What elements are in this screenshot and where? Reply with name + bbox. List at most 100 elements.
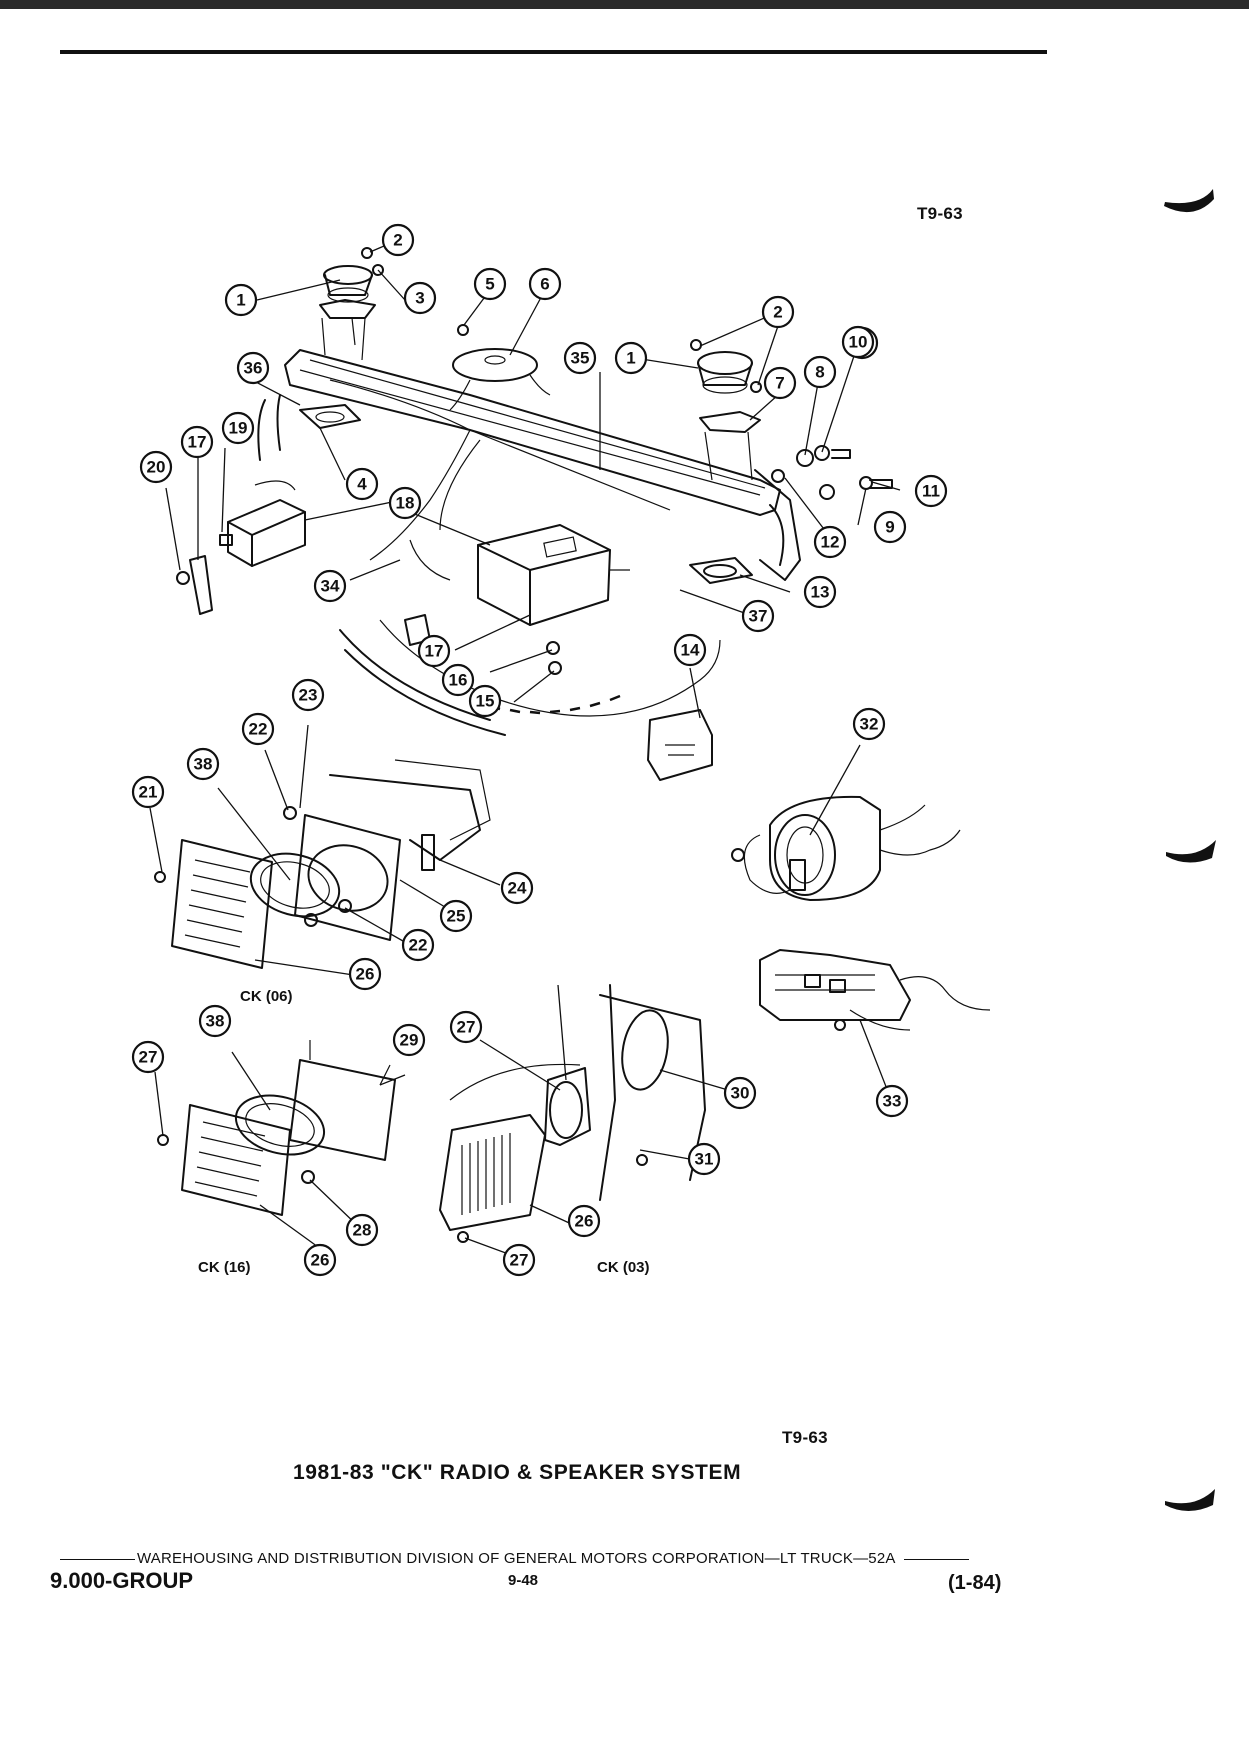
callouts: 1234561278910119121336351917201834371716… xyxy=(131,223,948,1277)
callout-23: 23 xyxy=(291,678,325,712)
amplifier-box xyxy=(219,480,306,567)
callout-8: 8 xyxy=(803,355,837,389)
callout-circle xyxy=(813,525,847,559)
right-speaker-bracket xyxy=(699,411,761,433)
callout-circle xyxy=(567,1204,601,1238)
page-top-edge xyxy=(0,0,1249,9)
callout-number: 17 xyxy=(188,433,207,452)
callout-36: 36 xyxy=(236,351,270,385)
callout-6: 6 xyxy=(528,267,562,301)
figure-title: 1981-83 "CK" RADIO & SPEAKER SYSTEM xyxy=(293,1461,742,1484)
callout-number: 11 xyxy=(922,482,940,501)
callout-circle xyxy=(131,775,165,809)
callout-12: 12 xyxy=(813,525,847,559)
left-speaker xyxy=(323,265,373,285)
callout-31: 31 xyxy=(687,1142,721,1176)
center-speaker xyxy=(452,348,538,382)
callout-2: 2 xyxy=(381,223,415,257)
radio-receiver xyxy=(409,524,630,626)
callout-number: 2 xyxy=(773,303,782,322)
left-speaker-bracket xyxy=(319,299,376,319)
callout-number: 20 xyxy=(147,458,166,477)
callout-number: 34 xyxy=(321,577,340,596)
callout-number: 37 xyxy=(749,607,768,626)
callout-circle xyxy=(392,1023,426,1057)
callout-circle xyxy=(852,707,886,741)
callout-11: 11 xyxy=(914,474,948,508)
callout-16: 16 xyxy=(441,663,475,697)
callout-9: 9 xyxy=(873,510,907,544)
callout-circle xyxy=(803,575,837,609)
dash-harness-detail xyxy=(759,949,991,1031)
callout-5: 5 xyxy=(473,267,507,301)
ck06-speaker-assembly xyxy=(154,759,491,969)
callout-circle xyxy=(763,366,797,400)
callout-number: 6 xyxy=(540,275,549,294)
callout-25: 25 xyxy=(439,899,473,933)
callout-28: 28 xyxy=(345,1213,379,1247)
right-speaker xyxy=(697,351,753,375)
callout-number: 19 xyxy=(229,419,248,438)
callout-circle xyxy=(441,663,475,697)
callout-number: 26 xyxy=(575,1212,594,1231)
callout-number: 18 xyxy=(396,494,415,513)
callout-34: 34 xyxy=(313,569,347,603)
callout-29: 29 xyxy=(392,1023,426,1057)
callout-number: 27 xyxy=(510,1251,529,1270)
callout-circle xyxy=(186,747,220,781)
callout-30: 30 xyxy=(723,1076,757,1110)
callout-number: 10 xyxy=(849,333,868,352)
figure-code-bottom: T9-63 xyxy=(782,1428,828,1447)
callout-15: 15 xyxy=(468,684,502,718)
callout-circle xyxy=(500,871,534,905)
ck16-speaker-assembly xyxy=(157,1040,396,1216)
callout-circle xyxy=(914,474,948,508)
binder-mark-2 xyxy=(1166,840,1216,863)
callout-number: 1 xyxy=(236,291,245,310)
speaker-plate-left xyxy=(299,404,361,429)
footer-publisher-line: WAREHOUSING AND DISTRIBUTION DIVISION OF… xyxy=(60,1550,990,1567)
footer-group: 9.000-GROUP xyxy=(50,1568,194,1593)
callout-32: 32 xyxy=(852,707,886,741)
callout-27: 27 xyxy=(449,1010,483,1044)
callout-number: 36 xyxy=(244,359,263,378)
callout-18: 18 xyxy=(388,486,422,520)
callout-number: 28 xyxy=(353,1221,372,1240)
callout-circle xyxy=(563,341,597,375)
callout-number: 38 xyxy=(206,1012,225,1031)
callout-1: 1 xyxy=(224,283,258,317)
callout-38: 38 xyxy=(198,1004,232,1038)
callout-21: 21 xyxy=(131,775,165,809)
callout-circle xyxy=(614,341,648,375)
callout-13: 13 xyxy=(803,575,837,609)
callout-38: 38 xyxy=(186,747,220,781)
callout-number: 32 xyxy=(860,715,879,734)
callout-number: 33 xyxy=(883,1092,902,1111)
callout-circle xyxy=(528,267,562,301)
callout-10: 10 xyxy=(841,325,875,359)
callout-number: 5 xyxy=(485,275,494,294)
callout-33: 33 xyxy=(875,1084,909,1118)
callout-circle xyxy=(313,569,347,603)
callout-circle xyxy=(873,510,907,544)
callout-circle xyxy=(348,957,382,991)
callout-circle xyxy=(236,351,270,385)
screw-set xyxy=(361,247,893,500)
callout-20: 20 xyxy=(139,450,173,484)
callout-22: 22 xyxy=(241,712,275,746)
callout-circle xyxy=(403,281,437,315)
callout-number: 9 xyxy=(885,518,894,537)
callout-circle xyxy=(401,928,435,962)
view-label-ck03: CK (03) xyxy=(597,1259,650,1276)
footer-date: (1-84) xyxy=(948,1572,1002,1594)
figure-code-top: T9-63 xyxy=(917,204,963,223)
callout-number: 2 xyxy=(393,231,402,250)
callout-number: 8 xyxy=(815,363,824,382)
callout-circle xyxy=(761,295,795,329)
callout-26: 26 xyxy=(303,1243,337,1277)
callout-circle xyxy=(345,467,379,501)
callout-number: 12 xyxy=(821,533,840,552)
callout-circle xyxy=(221,411,255,445)
callout-number: 26 xyxy=(356,965,375,984)
callout-number: 1 xyxy=(626,349,635,368)
